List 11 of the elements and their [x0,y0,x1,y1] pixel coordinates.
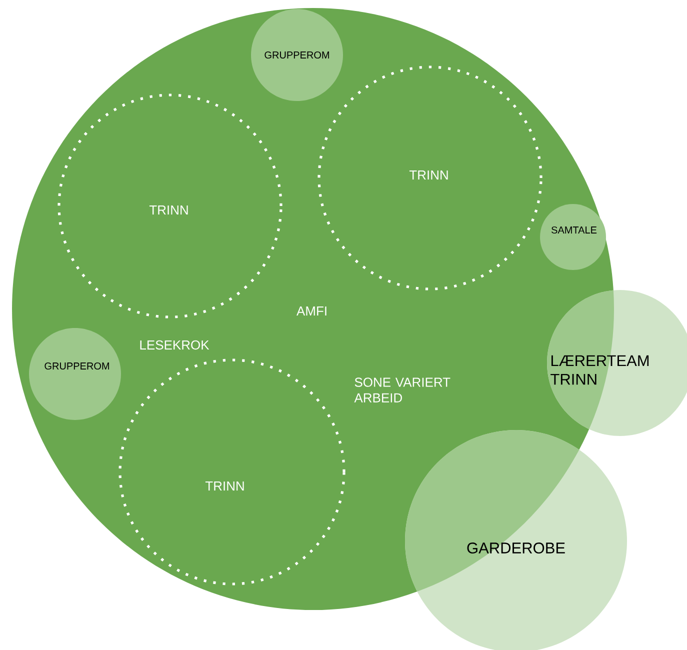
area-label: TRINN [149,206,188,214]
area-label: GRUPPEROM [264,51,329,59]
area-label: TRINN [205,482,244,490]
area-label: GRUPPEROM [44,362,109,370]
area-label: LÆRERTEAM TRINN [550,355,649,385]
area-label: SAMTALE [552,226,597,234]
area-label: TRINN [409,170,448,180]
area-label: LESEKROK [140,340,210,350]
area-label: GARDEROBE [467,542,565,554]
area-label: SONE VARIERT ARBEID [354,378,450,402]
area-label: AMFI [296,306,326,316]
